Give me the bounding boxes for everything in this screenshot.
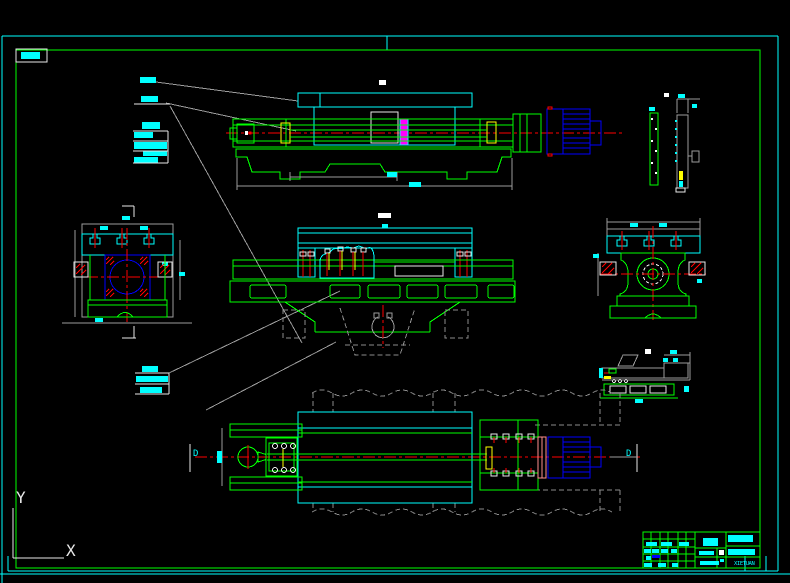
front-section-view[interactable] <box>226 80 622 190</box>
section-mark-d-left: D <box>189 444 198 472</box>
title-block-blue-entry <box>652 555 660 558</box>
sheet-zone-box[interactable] <box>15 48 48 63</box>
rail-detail-view[interactable] <box>599 349 691 403</box>
plan-view[interactable]: D D <box>189 389 640 516</box>
section-mark-d-right: D <box>610 444 638 472</box>
plate-detail-views[interactable] <box>649 93 700 193</box>
section-label-d-left: D <box>193 449 198 459</box>
housing-bolts <box>490 433 535 477</box>
motor-plan-view[interactable] <box>547 436 602 479</box>
middle-section-view[interactable] <box>229 213 516 356</box>
ucs-y-label: Y <box>16 488 26 507</box>
title-block-stamp: XIETUAN <box>734 561 754 567</box>
section-label-d-right: D <box>626 449 631 459</box>
nut-bolts <box>324 246 367 276</box>
right-end-view[interactable] <box>593 218 706 320</box>
annotation-labels-top[interactable] <box>133 77 170 164</box>
ucs-icon: X Y <box>12 488 76 560</box>
leader-lines <box>155 81 341 411</box>
title-block[interactable]: XIETUAN <box>642 531 761 569</box>
motor-side-view[interactable] <box>546 106 602 157</box>
corner-hatch <box>105 256 149 298</box>
left-end-view[interactable] <box>62 205 192 339</box>
ucs-x-label: X <box>66 541 76 560</box>
sheet-border <box>0 35 790 583</box>
annotation-labels-bottom[interactable] <box>135 366 170 395</box>
